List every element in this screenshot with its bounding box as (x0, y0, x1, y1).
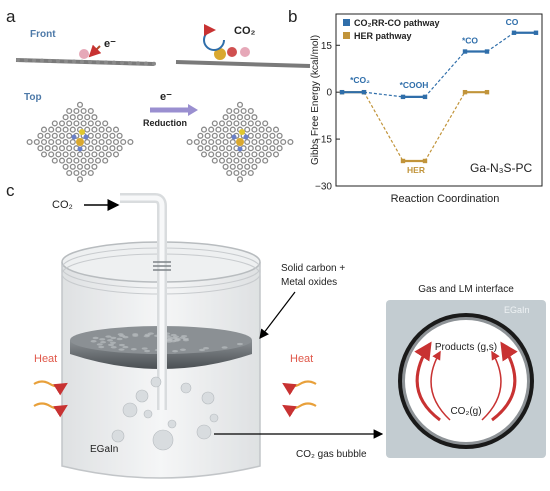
step-label: HER (407, 165, 425, 175)
interface-title: Gas and LM interface (418, 284, 514, 295)
front-view-before: e⁻ (15, 38, 156, 66)
co2-inlet-label: CO₂ (52, 199, 73, 211)
co2-label: CO₂ (234, 25, 256, 37)
step-label: CO (506, 17, 519, 27)
electron-arrow-icon (88, 44, 102, 58)
x-axis-label: Reaction Coordination (391, 193, 500, 205)
top-view-after (186, 101, 294, 183)
co2rr-point (339, 89, 345, 95)
solid-label-line2: Metal oxides (281, 277, 337, 288)
heat-left-label: Heat (34, 353, 57, 365)
heat-right-arrows-icon (282, 380, 317, 418)
electron-arrow-label: e⁻ (160, 91, 172, 103)
her-connector (424, 91, 466, 162)
heat-left-arrows-icon (33, 380, 68, 418)
her-connector (363, 91, 404, 162)
front-label: Front (30, 29, 56, 40)
chart-annotation: Ga-N₃S-PC (470, 161, 533, 175)
her-point (400, 158, 406, 164)
solid-label-line1: Solid carbon + (281, 263, 345, 274)
y-tick-label: −30 (315, 182, 332, 193)
co2rr-point (400, 94, 406, 100)
co2rr-connector (424, 51, 466, 98)
legend-marker (343, 32, 350, 39)
y-tick-label: 0 (326, 88, 332, 99)
solid-pointer-icon (259, 291, 296, 339)
y-tick-label: −15 (315, 135, 332, 146)
rotate-arrow-icon (203, 24, 225, 51)
y-tick-label: 15 (321, 41, 333, 52)
legend-label: HER pathway (354, 31, 412, 41)
chart-frame (335, 13, 543, 187)
step-label: *CO₂ (350, 75, 370, 85)
reduction-label: Reduction (143, 118, 187, 128)
legend-label: CO₂RR-CO pathway (354, 18, 440, 28)
co2rr-connector (486, 32, 515, 53)
adsorbate-atom (79, 49, 89, 59)
step-label: *CO (462, 36, 478, 46)
panel-letter-c: c (6, 181, 15, 200)
co2rr-point (484, 49, 490, 54)
step-label: *COOH (400, 80, 429, 90)
co2rr-point (533, 30, 539, 35)
interface-egain-label: EGaIn (504, 305, 530, 315)
co2g-label: CO₂(g) (450, 406, 481, 417)
heat-right-label: Heat (290, 353, 313, 365)
panel-letter-a: a (6, 7, 16, 26)
bubble-label: CO₂ gas bubble (296, 449, 367, 460)
products-label: Products (g,s) (435, 342, 497, 353)
flow-arrows-icon (414, 341, 518, 422)
panel-a: a Front Top e⁻ CO₂ e⁻ Reduction (6, 7, 311, 183)
reactor-beaker (61, 193, 261, 479)
co2rr-connector (363, 91, 404, 98)
top-label: Top (24, 92, 42, 103)
front-view-after: CO₂ (175, 24, 311, 68)
panel-c: c CO₂ (6, 181, 546, 479)
electron-label: e⁻ (104, 38, 116, 50)
legend-marker (343, 19, 350, 26)
gas-bubbles (111, 376, 219, 451)
her-point (462, 89, 468, 95)
her-point (484, 89, 490, 95)
panel-letter-b: b (288, 7, 297, 26)
egain-label: EGaIn (90, 444, 118, 455)
interface-inset: Gas and LM interface EGaIn Products (g,s… (386, 284, 546, 458)
y-axis-label: Gibbs Free Energy (kcal/mol) (310, 35, 321, 165)
top-view-before (26, 101, 134, 183)
